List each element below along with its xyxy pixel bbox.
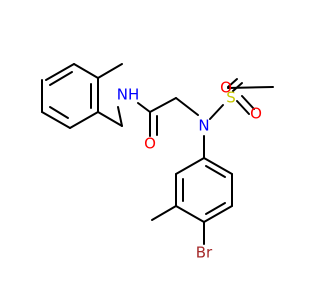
sulfonyl-oxygen-right-label: O: [250, 105, 262, 123]
bond: [203, 205, 233, 223]
methyl-bond: [97, 63, 123, 79]
bond: [73, 63, 99, 79]
s-o-right-bond: [236, 100, 250, 115]
s-o-right-double-bond: [241, 95, 255, 110]
bond: [41, 111, 71, 129]
bond: [175, 205, 205, 223]
bromine-label: Br: [196, 244, 213, 262]
double-bond-inner: [49, 106, 69, 119]
co-ch2-bond: [149, 97, 177, 113]
benzyl-bond: [97, 111, 123, 127]
molecule-structure: NH N O S O O Br: [41, 63, 274, 262]
bond: [69, 111, 99, 129]
double-bond-inner: [205, 165, 226, 178]
nh-label: NH: [117, 86, 140, 104]
s-o-top-double-bond: [227, 78, 238, 88]
s-methyl-bond: [227, 86, 274, 89]
molecule-canvas: NH N O S O O Br: [41, 63, 274, 262]
double-bond-inner: [49, 71, 73, 86]
sulfur-label: S: [226, 89, 236, 107]
tolyl-ring: [41, 63, 99, 129]
double-bond-inner: [205, 202, 226, 215]
bond: [45, 63, 75, 81]
ch2-n-bond: [175, 97, 199, 116]
bromotolyl-ring: [175, 157, 233, 223]
amide-oxygen-label: O: [144, 135, 156, 153]
bond: [175, 157, 205, 175]
aryl-methyl-bond: [151, 205, 177, 221]
bond: [203, 157, 233, 175]
nh-co-bond: [137, 102, 151, 113]
n-s-bond: [209, 104, 224, 120]
ch2-nh-bond: [117, 106, 123, 127]
sulfonyl-oxygen-top-label: O: [220, 79, 232, 97]
sulfonamide-n-label: N: [198, 117, 209, 135]
